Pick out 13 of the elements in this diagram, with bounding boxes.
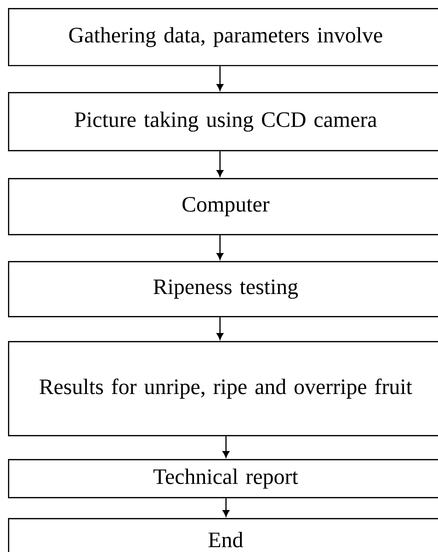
arrow <box>216 151 224 177</box>
process-box: Results for unripe, ripe and overripe fruit <box>8 341 438 436</box>
arrow <box>222 498 230 517</box>
process-box: Picture taking using CCD camera <box>8 92 438 152</box>
arrow <box>216 66 224 91</box>
process-box: Gathering data, parameters involve <box>8 8 438 66</box>
arrow <box>216 235 224 260</box>
process-box: Computer <box>8 178 438 236</box>
process-box: Ripeness testing <box>8 261 438 318</box>
process-box: Technical report <box>8 459 438 498</box>
arrow <box>222 436 230 458</box>
arrow <box>216 317 224 340</box>
process-box: End <box>8 518 438 552</box>
